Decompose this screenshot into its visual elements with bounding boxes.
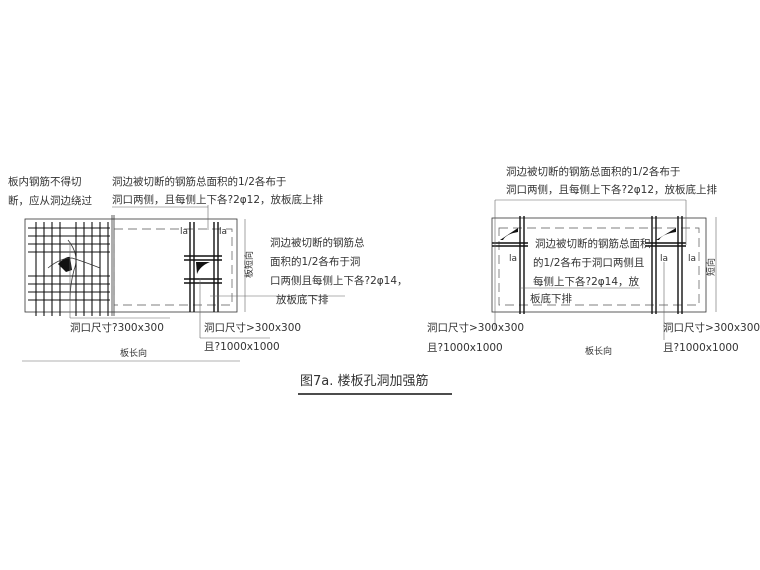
long-dir-label: 板长向 [120,347,147,359]
note-right-2: 面积的1/2各布于洞 [270,255,360,268]
note-inner-2: 的1/2各布于洞口两侧且 [533,256,644,269]
hole-left-label-2: 且?1000x1000 [427,342,503,354]
hole-outline-right [498,227,700,306]
figure-title: 图7a. 楼板孔洞加强筋 [300,373,429,389]
note-mesh-2: 断，应从洞边绕过 [8,194,92,207]
hole-large-label-1: 洞口尺寸>300x300 [204,321,301,334]
bent-bar-h [47,257,101,269]
long-dir-label: 板长向 [585,345,612,357]
hole-corner-left [500,228,518,240]
slab-outline-left [24,218,238,313]
note-top-2: 洞口两侧，且每侧上下各?2φ12，放板底上排 [112,193,324,206]
hole-left-label-1: 洞口尺寸>300x300 [427,321,524,334]
la-label: la [660,254,668,264]
hole-small-label: 洞口尺寸?300x300 [70,321,164,334]
note-mesh-1: 板内钢筋不得切 [8,175,82,188]
note-right-3: 口两侧且每侧上下各?2φ14， [270,274,408,287]
la-label: la [180,227,188,237]
la-label: la [219,227,227,237]
short-dir-label: 板短向 [243,251,255,278]
hole-large [196,262,210,274]
note-top-1: 洞边被切断的钢筋总面积的1/2各布于 [506,165,680,178]
la-label: la [688,254,696,264]
short-dir-label: 短向 [705,258,717,276]
hole-large-label-2: 且?1000x1000 [204,341,280,353]
la-label: la [509,254,517,264]
bent-bar-v [67,239,77,301]
note-right-4: 放板底下排 [276,293,329,306]
left-detail: 板内钢筋不得切 断，应从洞边绕过 洞边被切断的钢筋总面积的1/2各布于 洞口两侧… [8,175,408,362]
note-top-2: 洞口两侧，且每侧上下各?2φ12，放板底上排 [506,183,718,196]
note-inner-3: 每侧上下各?2φ14，放 [533,275,640,288]
hole-corner-right [656,228,676,240]
note-top-1: 洞边被切断的钢筋总面积的1/2各布于 [112,175,286,188]
hole-right-label-2: 且?1000x1000 [663,342,739,354]
hole-large-outline [113,228,233,306]
slab-outline-right [491,217,707,313]
note-right-1: 洞边被切断的钢筋总 [270,236,365,249]
hole-right-label-1: 洞口尺寸>300x300 [663,321,760,334]
note-inner-4: 板底下排 [530,292,572,305]
hole-small [58,256,72,272]
note-inner-1: 洞边被切断的钢筋总面积 [535,237,651,250]
rebar-mesh [28,222,110,316]
right-detail: 洞边被切断的钢筋总面积的1/2各布于 洞口两侧，且每侧上下各?2φ12，放板底上… [427,165,760,357]
